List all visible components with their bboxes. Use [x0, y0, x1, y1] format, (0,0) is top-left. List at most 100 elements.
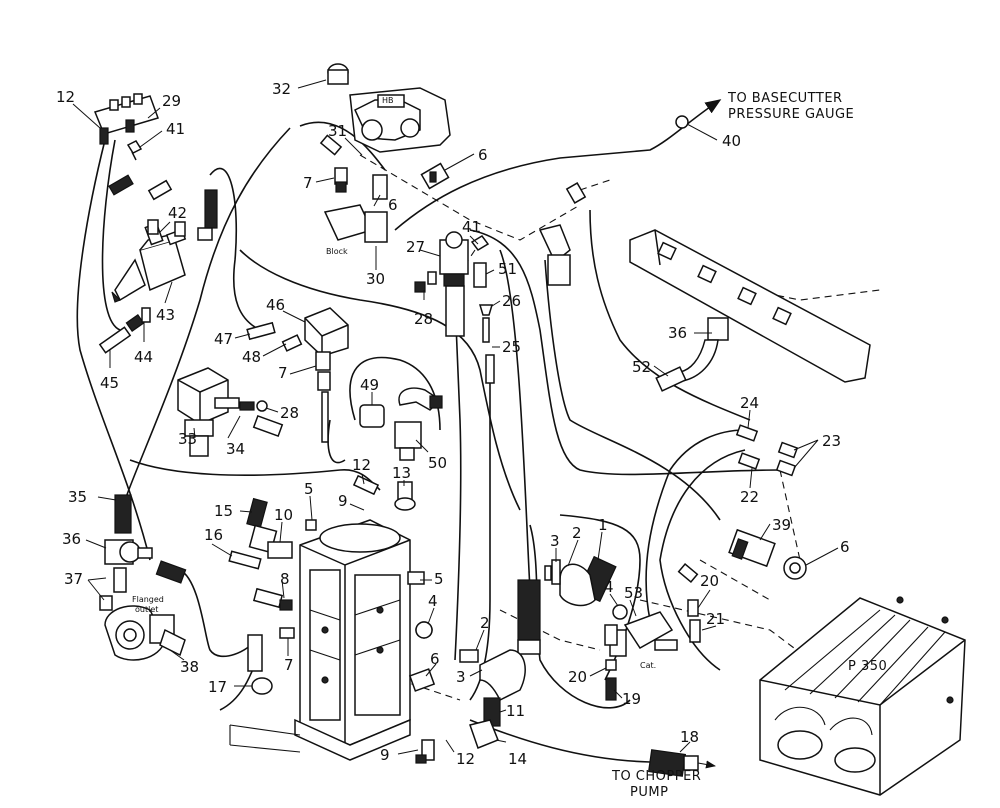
basecutter-label-line2: PRESSURE GAUGE — [728, 107, 854, 122]
part-number: 5 — [434, 570, 444, 588]
part-number: 8 — [280, 570, 290, 588]
part-numbers: 12 29 41 32 31 6 7 6 40 42 27 41 30 51 2… — [56, 80, 850, 768]
part-number: 28 — [280, 404, 299, 422]
fitting-25-26 — [478, 304, 495, 384]
part-number: 18 — [680, 728, 699, 746]
part-number: 7 — [303, 174, 313, 192]
part-number: 26 — [502, 292, 521, 310]
part-number: 50 — [428, 454, 447, 472]
part-number: 32 — [272, 80, 291, 98]
part-number: 4 — [604, 578, 614, 596]
fittings-15-16-10 — [228, 497, 295, 639]
part-number: 41 — [166, 120, 185, 138]
part-number: 42 — [168, 204, 187, 222]
part-number: 2 — [480, 614, 490, 632]
part-number: 41 — [462, 218, 481, 236]
part-number: 37 — [64, 570, 83, 588]
motor-left-assembly: Flanged outlet — [99, 494, 187, 661]
main-pump — [229, 519, 411, 761]
part-number: 11 — [506, 702, 525, 720]
part-number: 13 — [392, 464, 411, 482]
filter-33 — [177, 367, 284, 457]
part-number: 10 — [274, 506, 293, 524]
manifold-bar-right — [629, 229, 871, 383]
callout-labels: TO BASECUTTER PRESSURE GAUGE TO CHOPPER … — [611, 91, 887, 800]
part-number: 36 — [668, 324, 687, 342]
o-rings-4 — [415, 604, 628, 639]
part-number: 15 — [214, 502, 233, 520]
part-number: 6 — [478, 146, 488, 164]
fitting-44-45 — [98, 307, 151, 354]
part-number: 33 — [178, 430, 197, 448]
pump-model-label: P 350 — [848, 659, 887, 674]
part-number: 19 — [622, 690, 641, 708]
part-number: 17 — [208, 678, 227, 696]
part-number: 9 — [380, 746, 390, 764]
fitting-52 — [655, 366, 687, 392]
part-number: 12 — [56, 88, 75, 106]
part-number: 4 — [428, 592, 438, 610]
fittings-20-21 — [604, 562, 701, 701]
block-fittings-7-6-30: Block — [319, 134, 388, 256]
valve-block-46 — [246, 307, 349, 443]
part-number: 44 — [134, 348, 153, 366]
elbow-hose-fitting — [538, 182, 587, 286]
part-number: 21 — [706, 610, 725, 628]
part-number: 51 — [498, 260, 517, 278]
part-number: 16 — [204, 526, 223, 544]
pump-p350 — [759, 596, 966, 796]
fitting-9-bottom — [415, 739, 435, 764]
svg-text:HB: HB — [382, 96, 394, 105]
fitting-6-top — [420, 162, 450, 190]
part-number: 7 — [278, 364, 288, 382]
part-number: 3 — [550, 532, 560, 550]
fittings-49-50 — [359, 387, 443, 461]
part-number: 2 — [572, 524, 582, 542]
part-number: 6 — [840, 538, 850, 556]
part-number: 22 — [740, 488, 759, 506]
part-number: 9 — [338, 492, 348, 510]
part-number: 35 — [68, 488, 87, 506]
leader-lines — [72, 79, 839, 755]
part-number: 52 — [632, 358, 651, 376]
part-number: 6 — [388, 196, 398, 214]
valve-manifold-29 — [93, 93, 159, 145]
part-number: 27 — [406, 238, 425, 256]
part-number: 7 — [284, 656, 294, 674]
svg-text:outlet: outlet — [135, 605, 158, 614]
part-number: 34 — [226, 440, 245, 458]
fittings-22-23-24 — [735, 424, 799, 477]
relief-block-43 — [111, 222, 187, 303]
fitting-42 — [108, 174, 218, 241]
part-number: 38 — [180, 658, 199, 676]
part-number: 53 — [624, 584, 643, 602]
part-number: 39 — [772, 516, 791, 534]
fitting-40 — [675, 115, 689, 129]
pipes-11-14 — [459, 579, 541, 749]
part-number: 24 — [740, 394, 759, 412]
svg-text:Block: Block — [326, 247, 348, 256]
part-number: 40 — [722, 132, 741, 150]
basecutter-label-line1: TO BASECUTTER — [727, 91, 843, 106]
part-number: 49 — [360, 376, 379, 394]
part-number: 48 — [242, 348, 261, 366]
coupling-39 — [728, 528, 807, 580]
svg-text:Cat.: Cat. — [640, 661, 656, 670]
tee-fitting-27 — [414, 231, 469, 337]
control-valve-top: HB — [327, 63, 451, 153]
part-number: 12 — [456, 750, 475, 768]
part-number: 6 — [430, 650, 440, 668]
chopper-label-line2: PUMP — [630, 785, 668, 800]
part-number: 12 — [352, 456, 371, 474]
part-number: 30 — [366, 270, 385, 288]
part-number: 31 — [328, 122, 347, 140]
hose-lines — [76, 99, 781, 763]
elbow-assembly-1-2-3 — [544, 555, 617, 607]
part-number: 43 — [156, 306, 175, 324]
part-number: 36 — [62, 530, 81, 548]
part-number: 3 — [456, 668, 466, 686]
part-number: 20 — [700, 572, 719, 590]
part-number: 5 — [304, 480, 314, 498]
svg-text:Flanged: Flanged — [132, 595, 164, 604]
